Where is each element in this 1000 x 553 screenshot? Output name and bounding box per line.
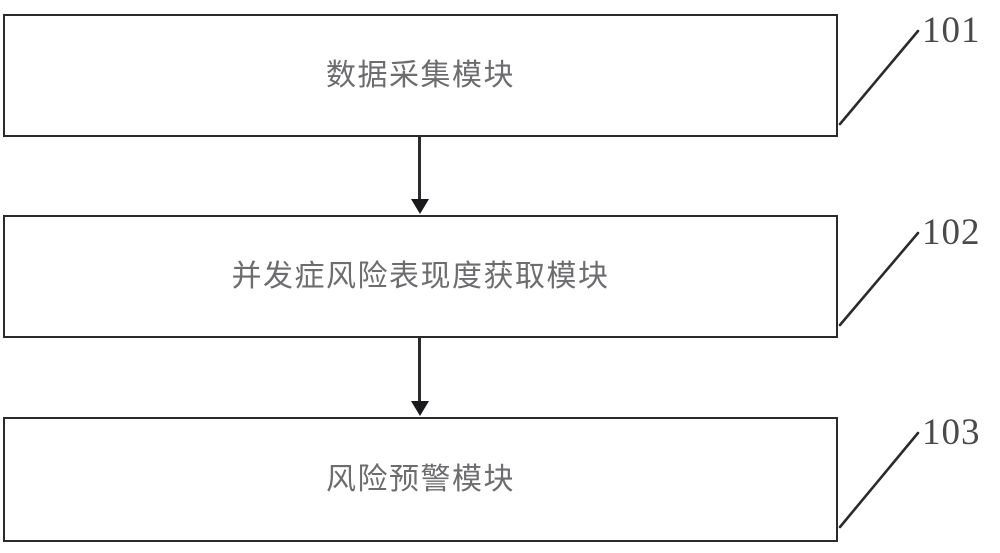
- leader-line-103: [838, 431, 920, 529]
- arrow-102-to-103: [403, 337, 437, 418]
- arrow-shaft: [418, 337, 421, 404]
- arrow-head-icon: [411, 199, 429, 214]
- module-box-103: 风险预警模块: [3, 417, 838, 542]
- module-label-101: 数据采集模块: [326, 58, 515, 92]
- reference-number-101: 101: [922, 10, 981, 51]
- reference-number-102: 102: [922, 212, 981, 253]
- module-label-102: 并发症风险表现度获取模块: [231, 259, 610, 293]
- module-box-102: 并发症风险表现度获取模块: [3, 215, 838, 338]
- arrow-shaft: [418, 136, 421, 202]
- arrow-head-icon: [411, 401, 429, 416]
- module-box-101: 数据采集模块: [3, 14, 838, 137]
- arrow-101-to-102: [403, 136, 437, 216]
- reference-number-103: 103: [922, 412, 981, 453]
- leader-line-102: [838, 231, 920, 327]
- leader-line-101: [838, 29, 920, 126]
- module-label-103: 风险预警模块: [326, 462, 515, 496]
